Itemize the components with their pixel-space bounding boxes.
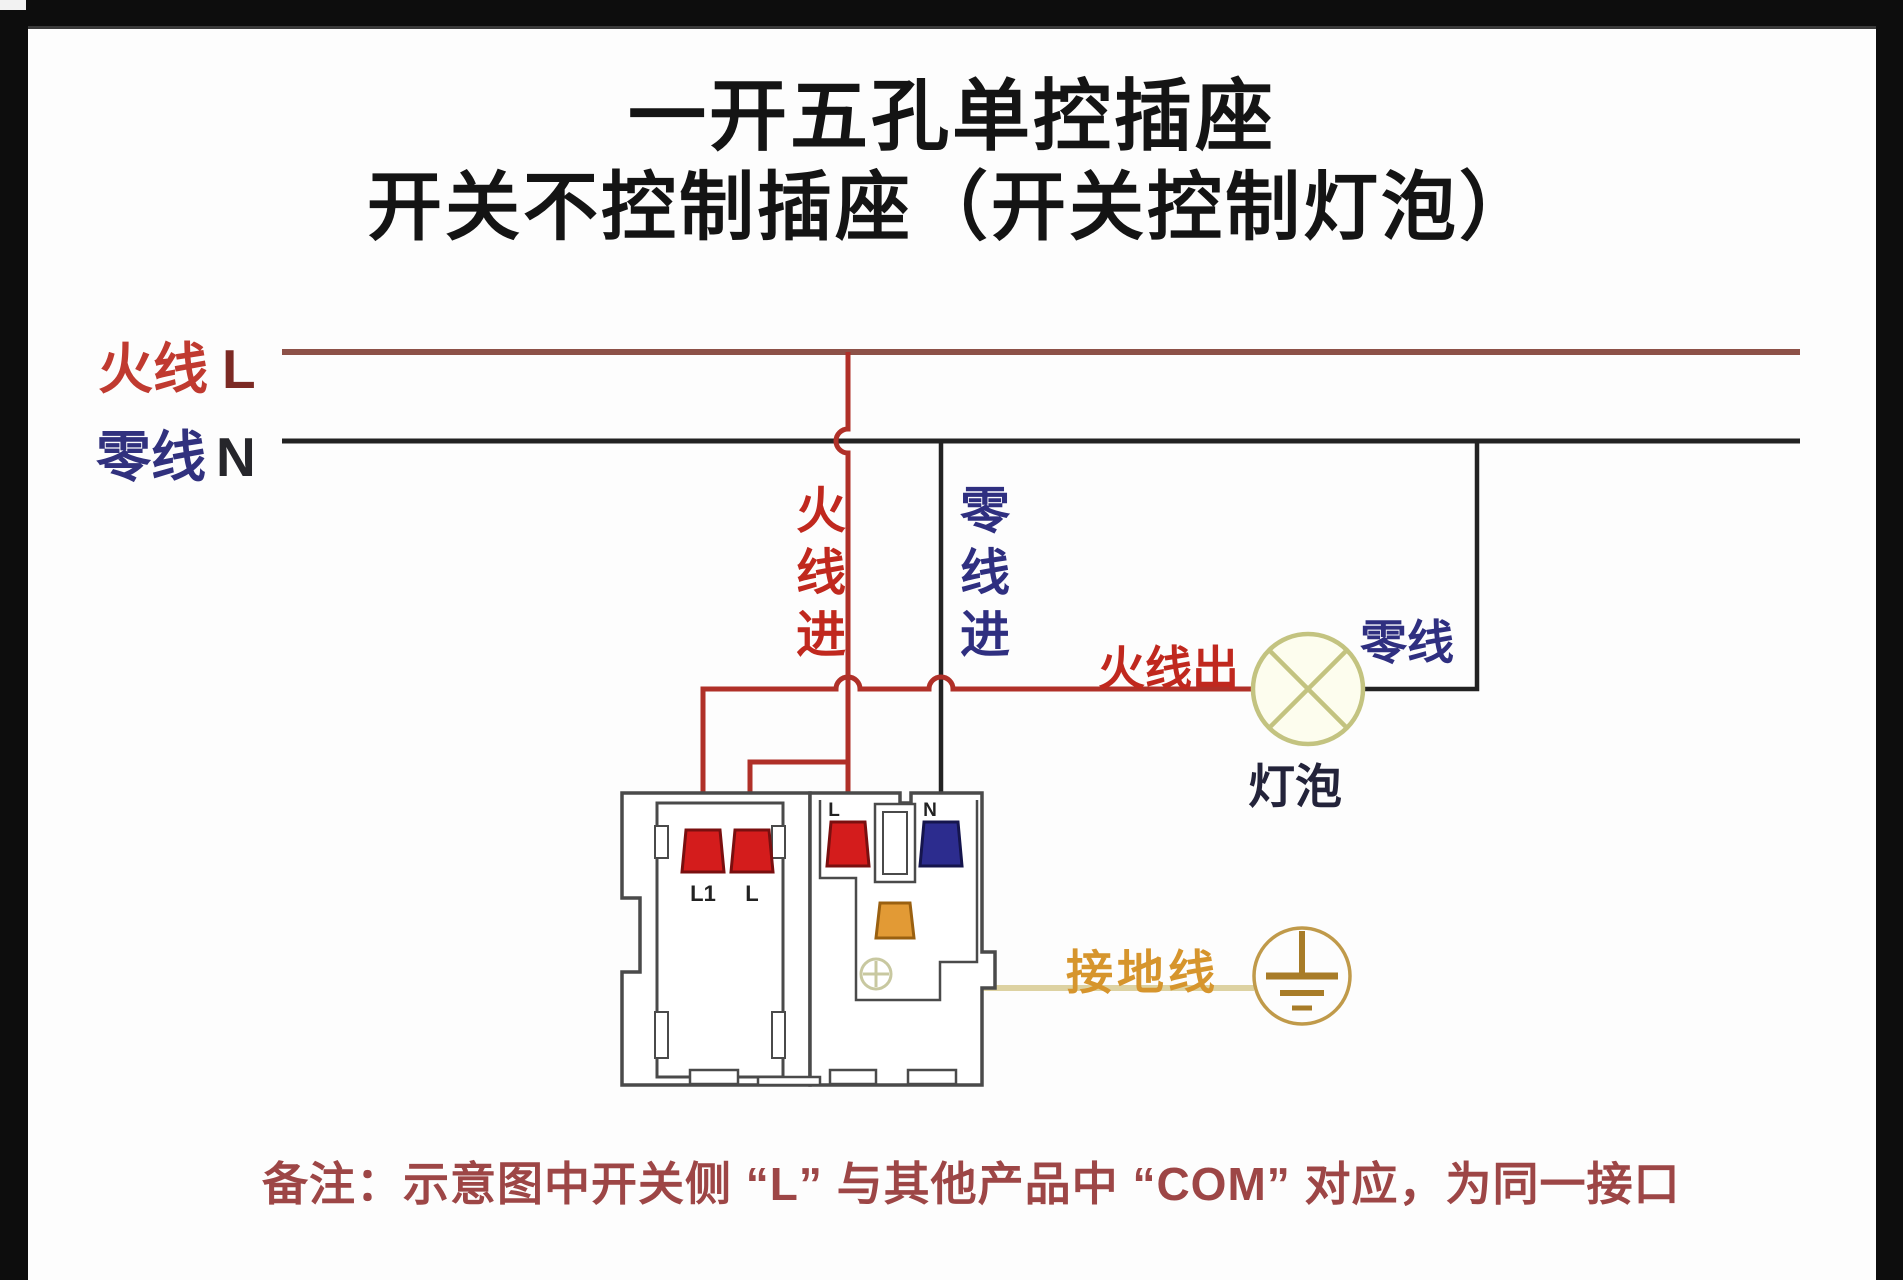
frame-left-bar	[0, 0, 28, 1280]
earth-symbol	[1252, 926, 1352, 1026]
device-earth-mark	[859, 957, 893, 991]
neutral-to-lamp-label: 零线	[1360, 616, 1454, 669]
socket-cavity-outline	[818, 800, 979, 1002]
lamp-cross-2	[1267, 648, 1349, 730]
switch-tab-3	[654, 1011, 669, 1059]
switch-terminal-l-cap	[729, 828, 775, 874]
socket-terminal-earth-cap	[874, 901, 916, 940]
live-in-label: 火线进	[789, 484, 845, 670]
switch-tab-2	[771, 825, 786, 859]
frame-right-bar	[1876, 0, 1903, 1280]
socket-n-label: N	[923, 800, 937, 821]
live-in-drop-line	[833, 352, 851, 824]
frame-corner-notch	[0, 0, 26, 10]
device-tab-b3	[828, 1068, 878, 1086]
live-out-label: 火线出	[1098, 642, 1239, 695]
ground-wire-label: 接地线	[1066, 946, 1219, 999]
switch-tab-4	[771, 1011, 786, 1059]
page-title-line2: 开关不控制插座（开关控制灯泡）	[366, 165, 1537, 249]
lamp-symbol	[1250, 631, 1366, 747]
switch-l1-label: L1	[690, 881, 716, 906]
device-tab-b1	[688, 1068, 740, 1086]
switch-tab-1	[654, 825, 669, 859]
terminal-caps	[680, 820, 964, 940]
earth-circle	[1252, 926, 1352, 1026]
socket-terminal-n-cap	[918, 820, 964, 868]
socket-terminal-l-cap	[825, 820, 871, 868]
switch-l-label: L	[745, 881, 758, 906]
frame-top-bar	[0, 0, 1903, 29]
neutral-wire-label-cn: 零线	[96, 426, 207, 488]
footnote: 备注：示意图中开关侧 “L” 与其他产品中 “COM” 对应，为同一接口	[262, 1158, 1681, 1210]
device-tab-b2	[756, 1075, 822, 1087]
live-out-line	[700, 674, 1253, 832]
socket-l-label: L	[828, 800, 840, 821]
live-wire-label-cn: 火线	[98, 338, 209, 400]
switch-terminal-l1-cap	[680, 828, 726, 874]
neutral-lamp-line	[1363, 441, 1480, 692]
live-wire-label-letter: L	[222, 338, 256, 400]
neutral-in-label: 零线进	[953, 484, 1009, 670]
page-title-line1: 一开五孔单控插座	[627, 72, 1276, 160]
socket-slot-inner	[882, 811, 908, 875]
device-tab-b4	[906, 1068, 958, 1086]
bulb-label: 灯泡	[1248, 760, 1342, 813]
neutral-wire-label-letter: N	[216, 426, 256, 488]
